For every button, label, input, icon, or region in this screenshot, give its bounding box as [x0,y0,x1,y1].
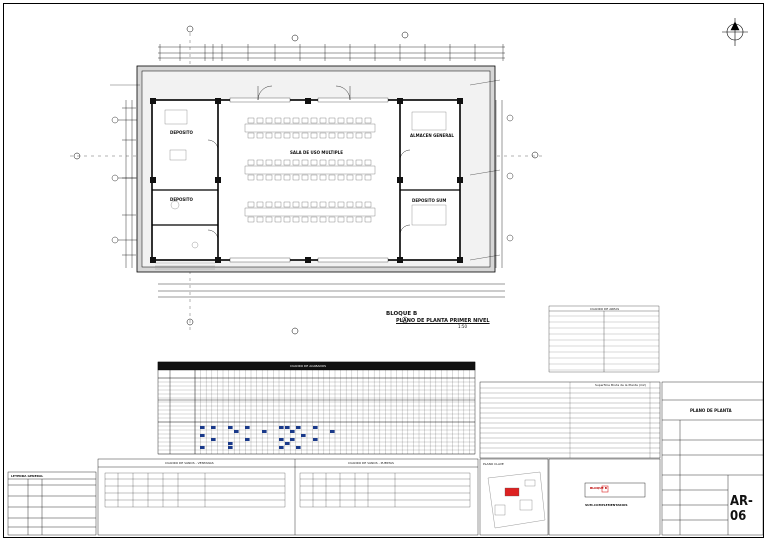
room-label-deposit-2: DEPOSITO [170,197,193,202]
title-block [661,381,764,536]
room-fixtures [164,109,447,249]
finishes-marks [200,426,335,449]
room-label-sum-deposit: DEPOSITO SUM [412,198,447,203]
key-plan-block: BLOQUE B [590,486,608,490]
drawing-name: PLANO DE PLANTA [690,408,732,413]
key-plan-label: PLANO CLAVE [483,462,504,466]
top-dimensions [158,44,505,298]
key-plan [479,458,661,536]
finishes-grid [158,370,475,455]
room-label-main-hall: SALA DE USO MULTIPLE [290,150,343,155]
area-header: Superficie Bruta de la Planta (m2) [595,383,646,387]
room-label-deposit-1: DEPOSITO [170,130,193,135]
notes-table [548,305,660,373]
left-dimensions [122,100,503,268]
annotation-leaders [110,79,501,261]
plan-block-label: BLOQUE B [386,311,418,317]
sheet-border [3,3,764,538]
doors-table-title: CUADRO DE VANOS - PUERTAS [348,461,394,465]
plan-scale: 1:50 [458,324,467,329]
plan-title: PLANO DE PLANTA PRIMER NIVEL [396,318,490,324]
legend-title: LEYENDA GENERAL [11,474,44,478]
finishes-table-title: CUADRO DE ACABADOS [290,364,327,368]
key-plan-tag: SUM-COMPLEMENTARIOS [585,503,628,507]
sheet-number: AR-06 [730,494,753,524]
legend-table [7,471,97,536]
finishes-table [157,361,476,455]
furniture-chairs [247,117,372,223]
ramp-hatch [155,262,215,270]
windows-table-title: CUADRO DE VANOS - VENTANAS [165,461,214,465]
room-label-general-store: ALMACEN GENERAL [410,133,454,138]
opening-tables [97,458,479,536]
areas-table-title: CUADRO DE AREAS [590,307,620,311]
key-plan-site [487,471,546,529]
north-arrow-icon [722,18,748,46]
location-marker-icon [601,485,609,493]
furniture-tables [244,123,376,217]
